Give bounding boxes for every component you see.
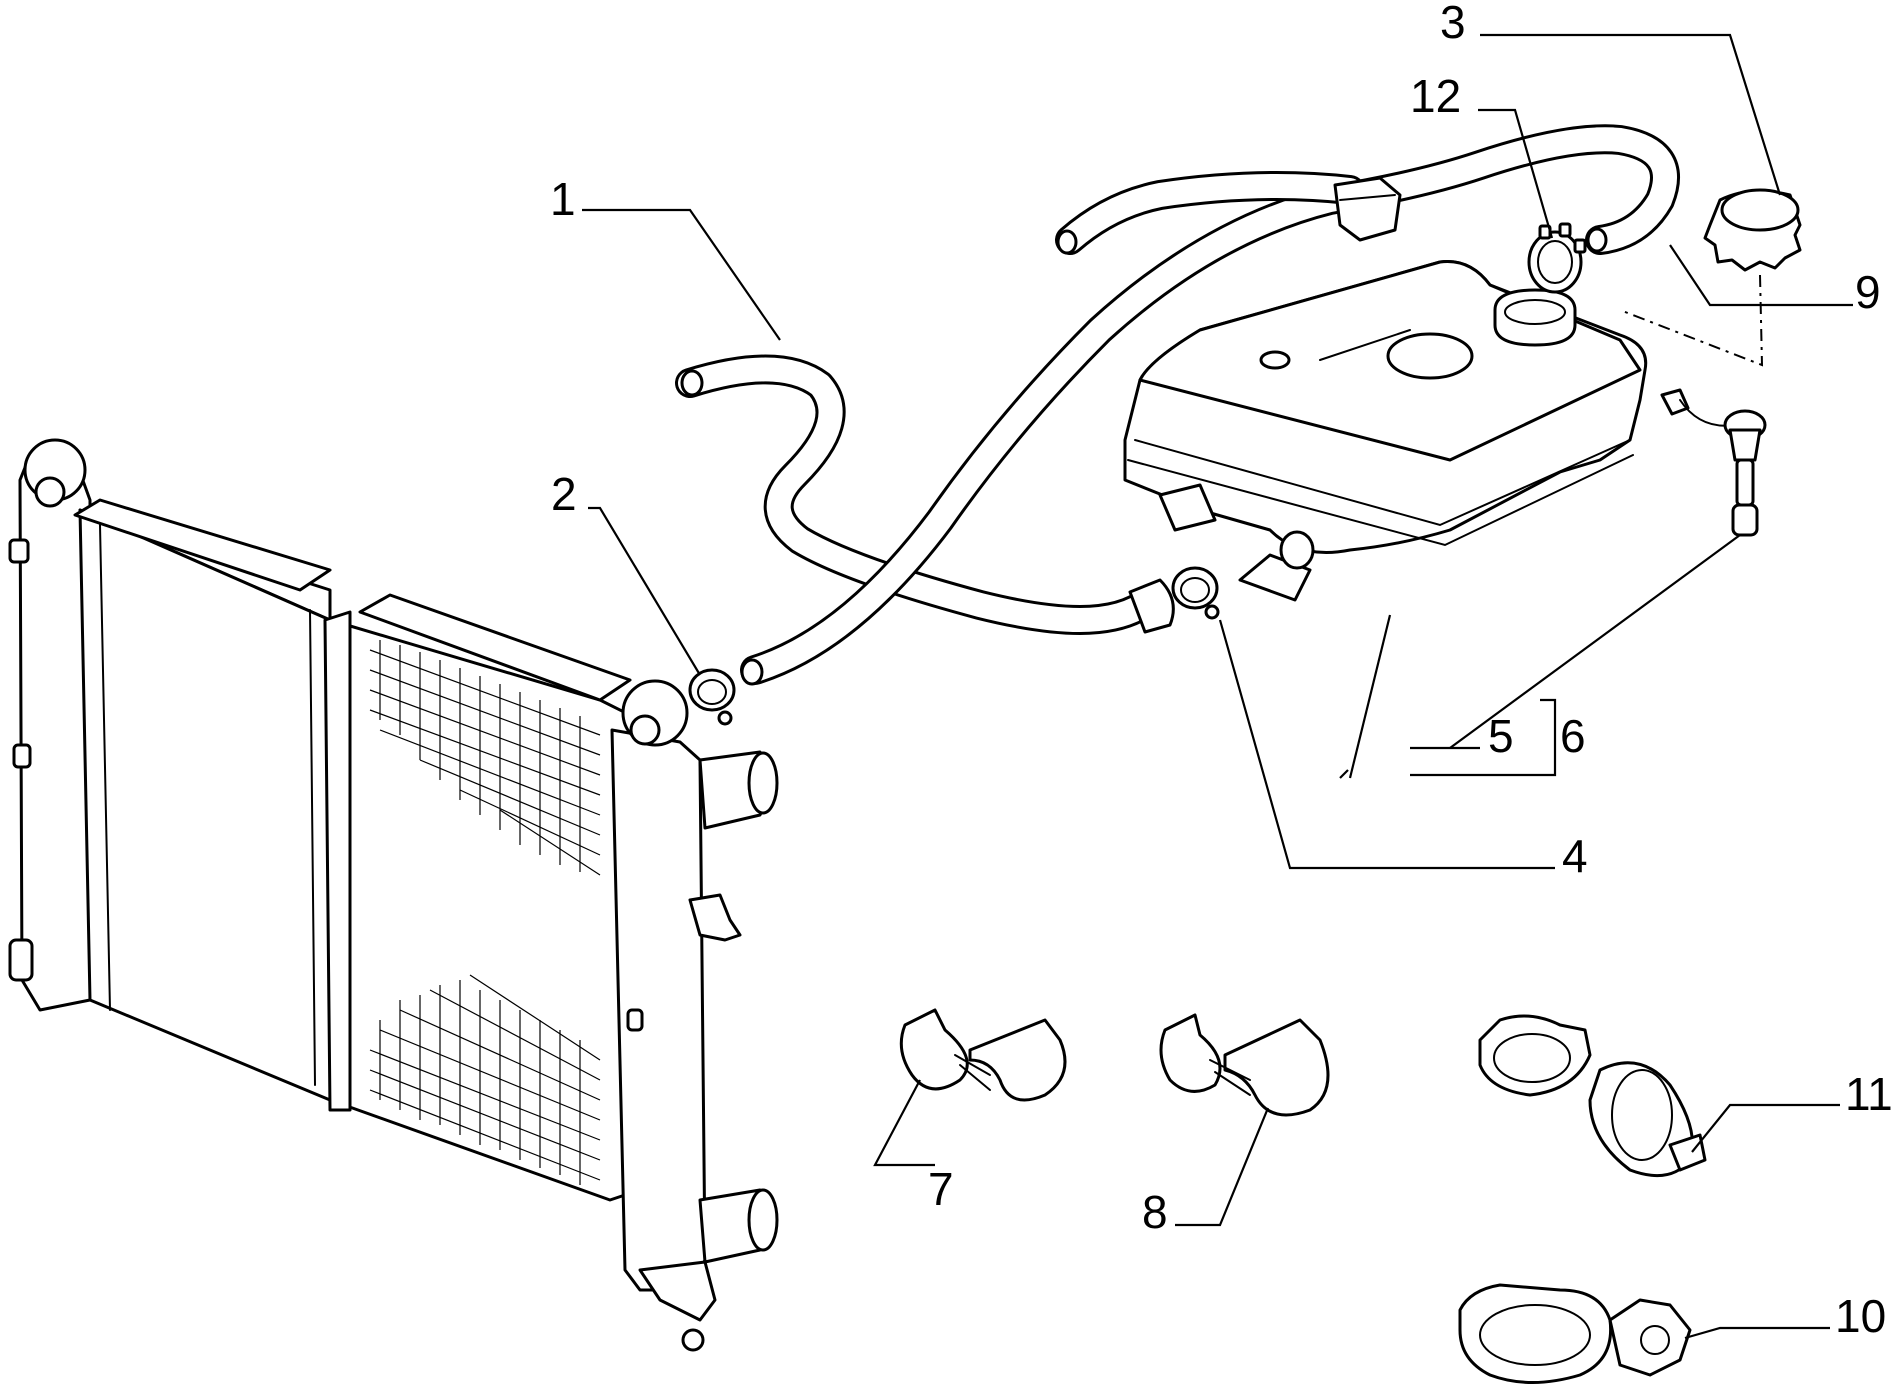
callout-6: 6: [1560, 710, 1586, 762]
callout-5: 5: [1488, 710, 1514, 762]
hose-clip-8: [1159, 1013, 1330, 1117]
hose-clamp-2: [688, 668, 736, 726]
radiator: [8, 438, 779, 1352]
leader-lines: [582, 33, 1853, 1340]
callout-1: 1: [550, 173, 576, 225]
hose-clamp-4: [1171, 566, 1220, 620]
hose-clip-10: [1458, 1283, 1692, 1384]
callout-labels: 1 2 3 12 9 5 6 4 7 8 11 10: [550, 0, 1893, 1342]
expansion-tank: [1123, 259, 1648, 602]
radiator-fins-upper: [369, 640, 601, 876]
hose-1-upper: [675, 354, 1175, 635]
callout-9: 9: [1855, 266, 1881, 318]
callout-8: 8: [1142, 1186, 1168, 1238]
callout-10: 10: [1835, 1290, 1886, 1342]
callout-12: 12: [1410, 70, 1461, 122]
hose-clip-11: [1478, 1014, 1707, 1178]
radiator-fins-lower: [369, 974, 601, 1185]
filler-ring-12: [1527, 222, 1587, 294]
callout-3: 3: [1440, 0, 1466, 48]
callout-7: 7: [928, 1163, 954, 1215]
hose-vent-branch: [1055, 171, 1402, 255]
callout-11: 11: [1845, 1068, 1893, 1120]
tank-cap-3: [1703, 188, 1802, 272]
callout-4: 4: [1562, 830, 1588, 882]
level-sensor: [1660, 388, 1767, 537]
callout-2: 2: [551, 468, 577, 520]
hose-clip-7: [899, 1008, 1067, 1102]
